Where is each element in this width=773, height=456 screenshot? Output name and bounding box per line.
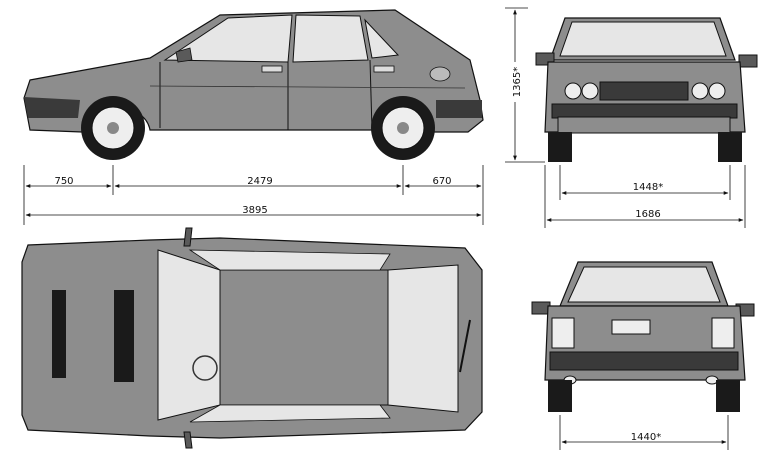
rear-dimensions: 1440* [559, 415, 729, 450]
front-dimensions: 1365* 1448* 1686 [504, 7, 746, 228]
front-wheel-side [81, 96, 145, 160]
overall-length-label: 3895 [242, 205, 267, 216]
front-track-label: 1448* [633, 182, 663, 193]
top-view [21, 227, 483, 449]
height-label: 1365* [512, 67, 523, 97]
side-dimensions: 750 2479 670 3895 [23, 165, 484, 225]
front-overhang-label: 750 [54, 176, 73, 187]
wheelbase-label: 2479 [247, 176, 272, 187]
front-view [535, 17, 758, 162]
rear-overhang-label: 670 [432, 176, 451, 187]
rear-wheel-side [371, 96, 435, 160]
side-view [23, 9, 484, 160]
rear-track-label: 1440* [631, 432, 661, 443]
rear-view [531, 261, 755, 412]
overall-width-label: 1686 [635, 209, 660, 220]
